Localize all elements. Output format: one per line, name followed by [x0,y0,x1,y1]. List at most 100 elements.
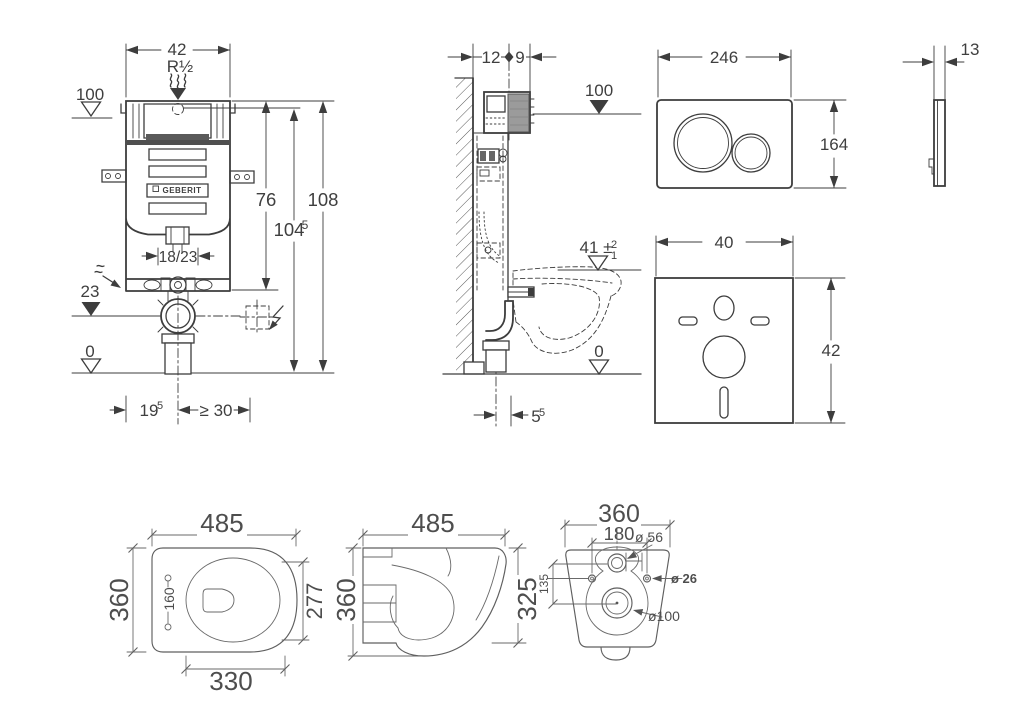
bracket-hole [234,174,240,180]
seat-opening [185,557,281,643]
arrowhead [656,237,668,247]
flush-button-large-inner [677,117,729,169]
arrowhead [261,278,271,290]
arrowhead [826,411,836,423]
floor-level-marker [588,359,610,375]
leader-arrowhead [632,606,644,616]
valve-knob [498,148,508,158]
moisture-arrowhead [110,279,123,291]
fixing-hole-left-center [590,576,594,581]
pan-back-boss-outline [585,546,649,636]
arrowhead [238,405,250,415]
frame-foot [463,361,485,375]
supply-arrow-icon [170,88,186,100]
dimension-lines [655,235,846,424]
fill-valve-detail [480,151,486,161]
frame-details [101,103,255,215]
dimension-lines [126,528,310,677]
supply-level-marker [589,100,609,114]
hidden-fitting [476,242,501,259]
dimension-lines [71,43,335,423]
dim-label-inlet-offset: 135 [537,574,551,594]
seat-fixing-hole [164,574,172,582]
floor-level-label: 0 [594,342,603,361]
dim-label-pan-tol-plus: 2 [611,239,617,251]
dimension-lines [902,45,965,100]
dim-label-pan-length: 485 [200,508,243,538]
arrowhead [826,278,836,290]
dim-label-mat-width: 40 [715,233,734,252]
arrowhead [484,410,496,420]
outlet-hole [601,587,633,619]
cistern-front-view: 42 R½ 100 76 108 104 5 18/23 23 0 19 5 ≥… [71,40,338,425]
centerlines [195,299,276,336]
leader-arrowhead [625,551,638,562]
fixing-hole-right-center [645,576,649,581]
insulation-ticks [529,98,535,124]
dim-label-height-front: 325 [512,577,542,620]
drain-level-marker [81,302,101,316]
dim-label-drain-offset-sup: 5 [157,400,163,412]
pan-side-view: 485 360 325 [331,508,542,662]
dim-label-back-width: 360 [598,500,640,528]
dim-label-outlet-offset-sup: 5 [539,407,545,419]
arrowhead [829,100,839,112]
inlet-hole-inner [611,557,623,569]
fill-valve-detail [489,151,495,161]
dim-label-seat-length: 277 [302,583,327,620]
dim-label-plate-height: 164 [820,135,848,154]
dim-label-outlet-offset: 5 [531,407,540,426]
arrowhead [318,360,328,372]
dim-label-tank-height: 76 [256,189,277,210]
label-gap [513,575,539,623]
dimension-diamond [504,51,514,63]
dim-label-actuation-height: 104 [274,219,305,240]
drain-elbow-side [485,300,514,341]
dim-label-pan-width: 360 [104,578,134,621]
dim-label-outlet: 18/23 [159,249,198,266]
arrowhead [658,52,670,62]
dim-label-clearance: ≥ 30 [200,401,233,420]
arrowhead [178,405,190,415]
flush-button-small-inner [734,136,768,170]
dim-label-front-depth: 9 [515,48,524,67]
brand-logo: GEBERIT [162,186,201,195]
supply-level-marker [80,101,102,117]
label-gap [408,515,458,537]
service-opening-sill [146,134,209,140]
flush-plate-front-view: 246 164 [656,48,848,189]
pan-top-outline [151,547,298,653]
frame-thin-details [132,103,224,333]
dim-label-hole-spacing: 160 [161,587,177,611]
outlet-hole-inner [605,591,629,615]
label-gap [513,48,526,64]
label-box-detail [479,169,490,177]
arrowhead [261,101,271,113]
pan-side-outline [362,547,507,657]
arrowhead [829,176,839,188]
flush-plate [656,99,793,189]
power-box-outline [245,305,270,330]
pan-back-view: 360 180 ø 56 ø 26 ø100 135 [537,500,697,661]
flush-pipe-dotted [478,211,502,264]
arrowhead [781,237,793,247]
dim-label-mat-height: 42 [822,341,841,360]
supply-level-label: 100 [76,85,104,104]
fixing-hole-right [642,574,652,583]
arrowhead [146,251,158,261]
arrowhead [289,360,299,372]
bracket-hole [105,173,111,179]
arrowhead [779,52,791,62]
thread-label: R½ [167,57,193,76]
fixing-nut [195,279,213,291]
arrowhead [289,109,299,121]
floor-level-marker [80,358,102,374]
fixing-hole-left [587,574,597,583]
dim-label-bowl-length: 330 [209,666,252,696]
arrowhead [945,57,957,67]
cistern-insulation [507,93,530,133]
label-box [476,166,501,182]
dim-label-fixing: ø 26 [671,571,697,586]
